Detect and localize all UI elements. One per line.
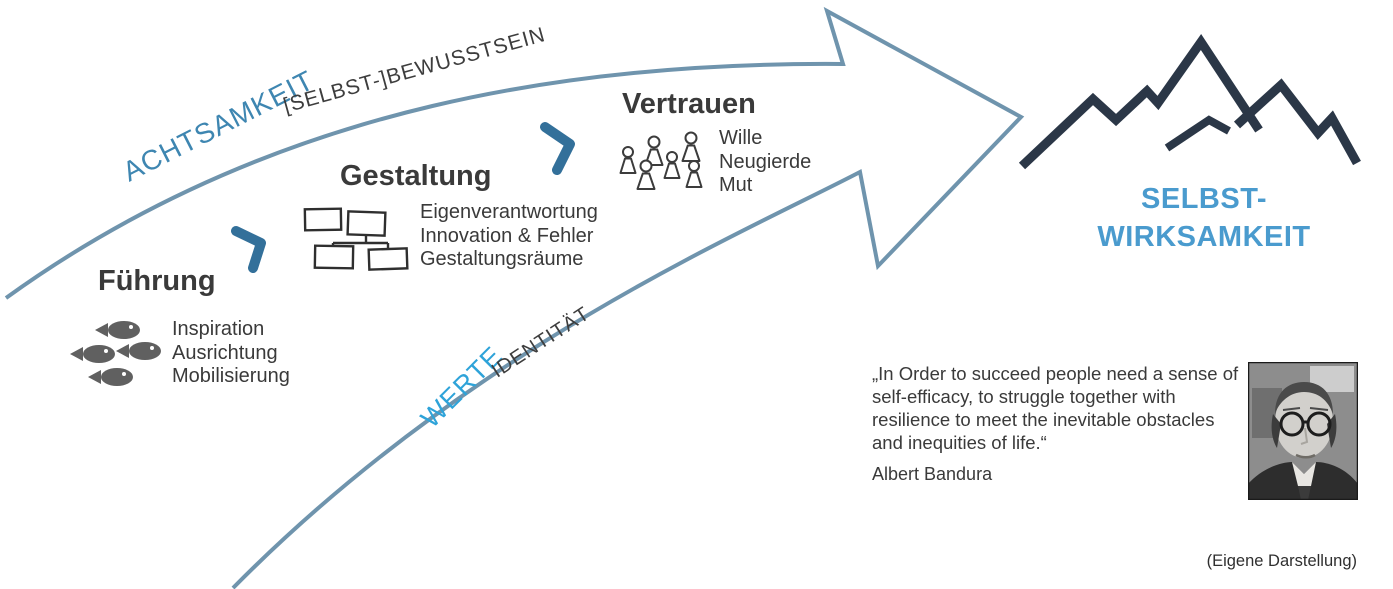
- chevron-right-icon: [231, 226, 266, 273]
- stage-item: Wille: [719, 127, 763, 149]
- stage-items-vertrauen: Wille Neugierde Mut: [719, 127, 811, 198]
- stage-item: Neugierde: [719, 150, 812, 173]
- quote-author: Albert Bandura: [872, 464, 993, 484]
- credit-label: (Eigene Darstellung): [1206, 552, 1357, 570]
- stage-item: Mobilisierung: [172, 365, 290, 387]
- stage-item: Eigenverantwortung: [420, 201, 598, 223]
- chevron-right-icon: [540, 122, 575, 175]
- stage-title-vertrauen: Vertrauen: [622, 88, 756, 120]
- fish-school-icon: [70, 314, 170, 392]
- goal-line-1: SELBST-: [1141, 183, 1267, 215]
- org-chart-icon: [303, 203, 415, 273]
- stage-items-fuehrung: Inspiration Ausrichtung Mobilisierung: [172, 318, 290, 389]
- stage-item: Mut: [719, 174, 753, 196]
- stage-title-gestaltung: Gestaltung: [340, 160, 492, 192]
- goal-line-2: WIRKSAMKEIT: [1097, 221, 1311, 253]
- goal-label: SELBST- WIRKSAMKEIT: [1072, 180, 1336, 256]
- mountain-icon: [1018, 34, 1361, 170]
- quote-text: „In Order to succeed people need a sense…: [872, 363, 1239, 453]
- stage-item: Innovation & Fehler: [420, 224, 594, 247]
- albert-bandura-photo: [1248, 362, 1358, 500]
- stage-title-fuehrung: Führung: [98, 265, 216, 297]
- stage-item: Inspiration: [172, 318, 265, 340]
- people-group-icon: [616, 131, 714, 201]
- stage-item: Gestaltungsräume: [420, 248, 584, 270]
- stage-items-gestaltung: Eigenverantwortung Innovation & Fehler G…: [420, 201, 598, 272]
- growth-arrow-outline: [4, 6, 1025, 589]
- stage-item: Ausrichtung: [172, 341, 278, 364]
